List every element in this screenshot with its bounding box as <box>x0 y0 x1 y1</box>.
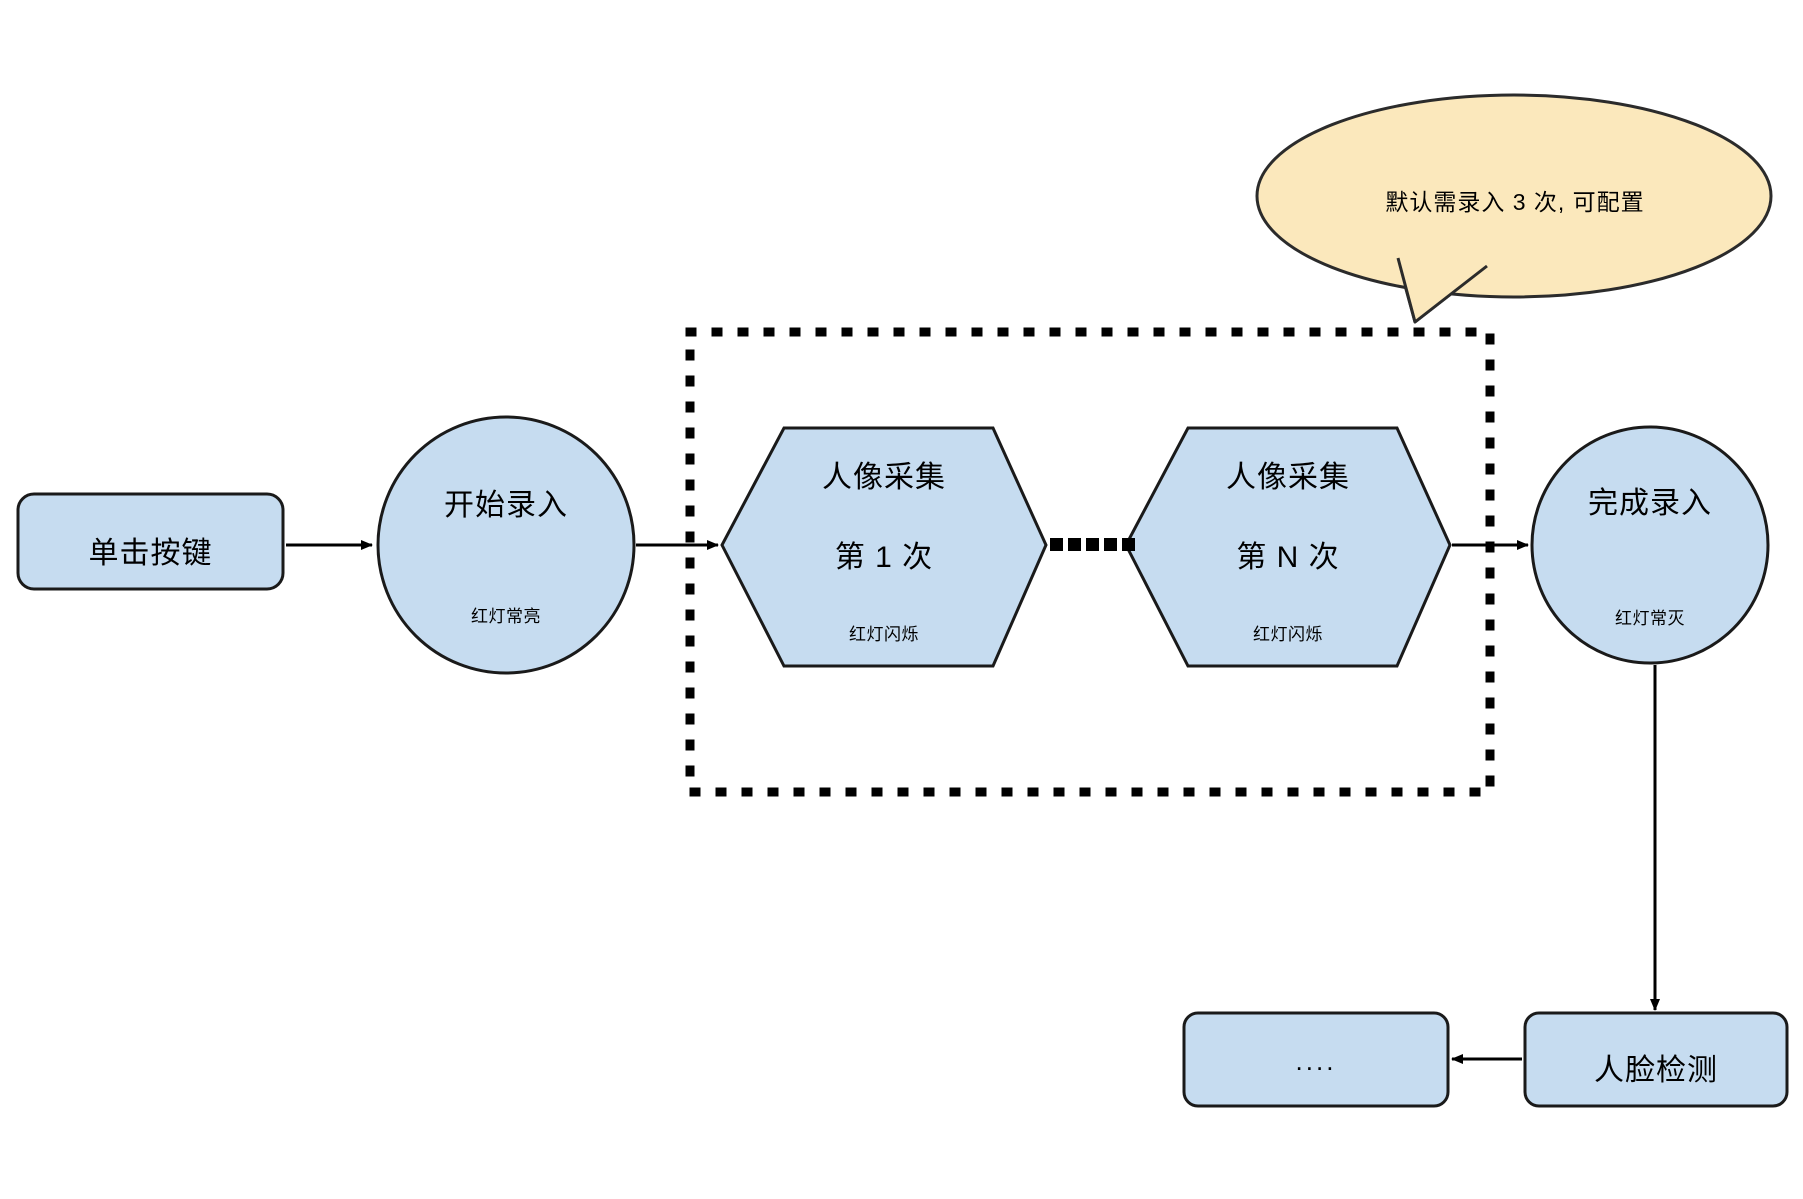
node-face-detect-shape[interactable] <box>1523 1011 1789 1108</box>
callout-bubble-tail-cover <box>1400 262 1482 320</box>
node-capture-nth-shape[interactable] <box>1124 426 1452 668</box>
node-press-key-shape[interactable] <box>16 492 285 591</box>
capture-loop-group-border <box>685 327 1495 797</box>
node-capture-first-shape[interactable] <box>720 426 1048 668</box>
node-finish-enroll-shape[interactable] <box>1530 425 1770 665</box>
callout-bubble-tail-outline <box>1396 257 1488 324</box>
node-start-enroll-shape[interactable] <box>376 415 636 675</box>
callout-bubble-shape <box>1255 93 1773 299</box>
ellipsis-between-hexagons <box>1050 538 1135 551</box>
node-more-steps-shape[interactable] <box>1182 1011 1450 1108</box>
